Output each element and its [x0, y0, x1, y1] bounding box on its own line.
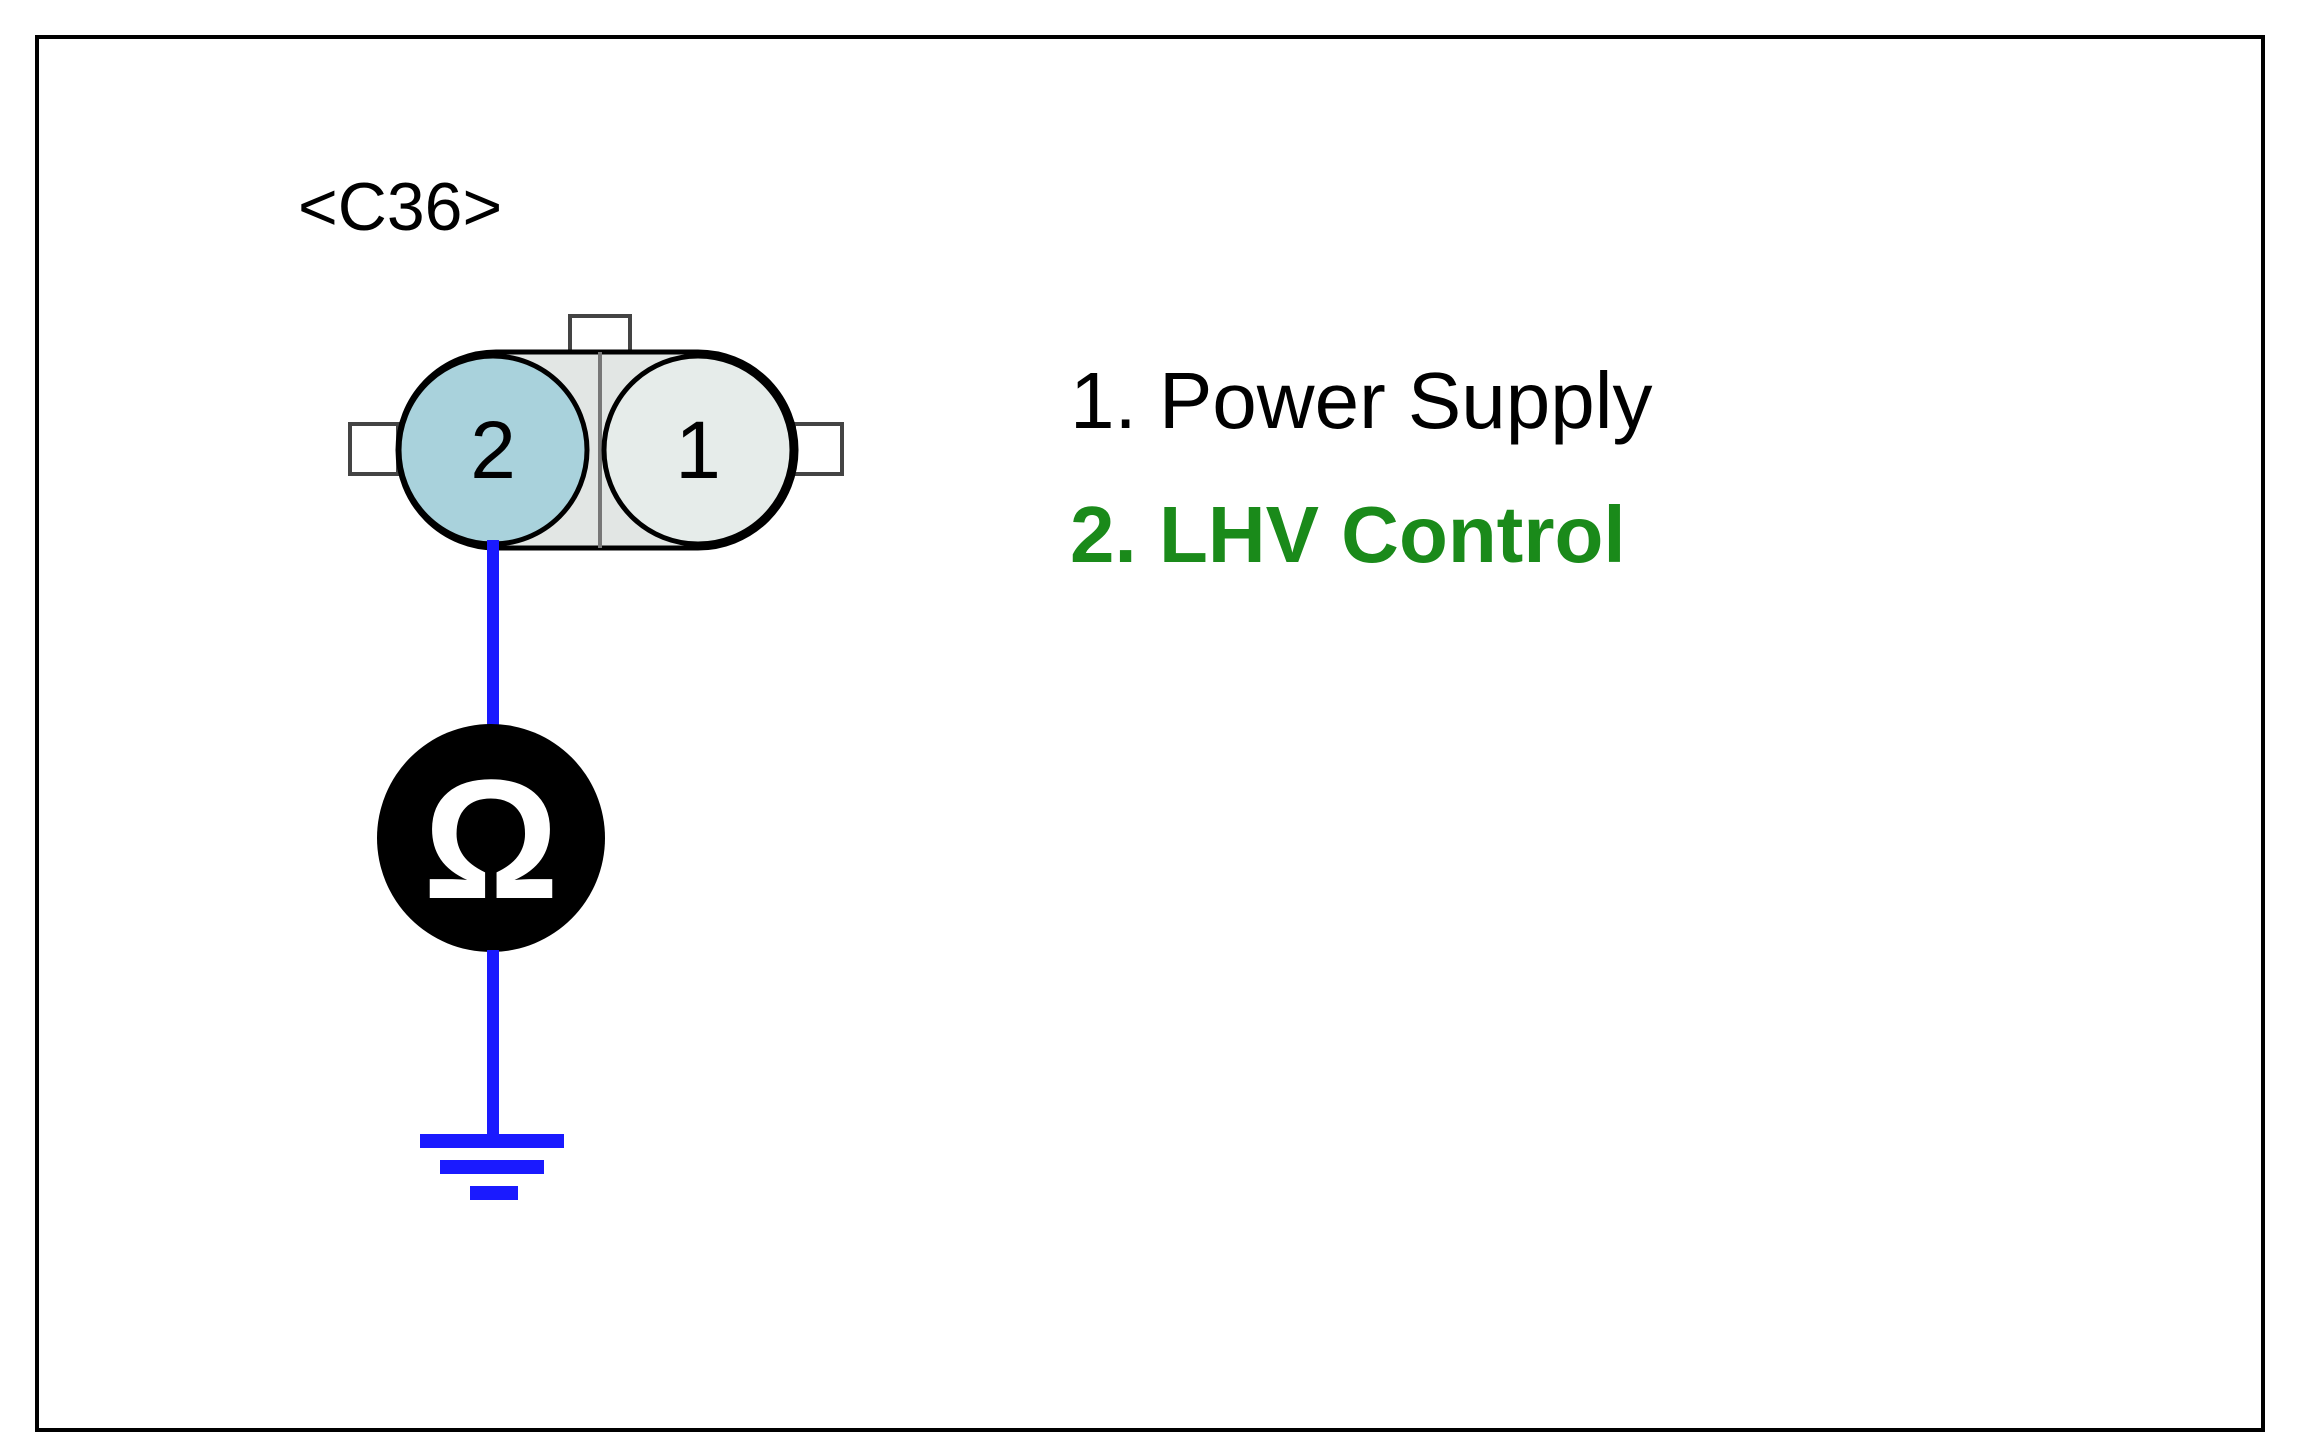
- diagram-frame: [35, 35, 2265, 1432]
- connector-right-tab: [792, 422, 844, 476]
- connector-id-label: <C36>: [298, 169, 502, 245]
- connector-left-tab: [348, 422, 400, 476]
- connector-top-latch: [568, 314, 632, 354]
- legend-item-power-supply: 1. Power Supply: [1070, 356, 1653, 445]
- connector-c36[interactable]: 2 1: [348, 314, 844, 551]
- connector-pin-1[interactable]: [601, 353, 795, 547]
- connector-pin-2-number: 2: [470, 405, 516, 496]
- connector-pin-1-number: 1: [675, 405, 721, 496]
- legend-item-lhv-control: 2. LHV Control: [1070, 490, 1626, 579]
- ohmmeter-symbol: Ω: [423, 745, 559, 935]
- ground-icon: [420, 1134, 564, 1200]
- ohmmeter[interactable]: Ω: [377, 724, 605, 952]
- pin-legend: 1. Power Supply 2. LHV Control: [1070, 356, 1653, 579]
- ohmmeter-icon[interactable]: [377, 724, 605, 952]
